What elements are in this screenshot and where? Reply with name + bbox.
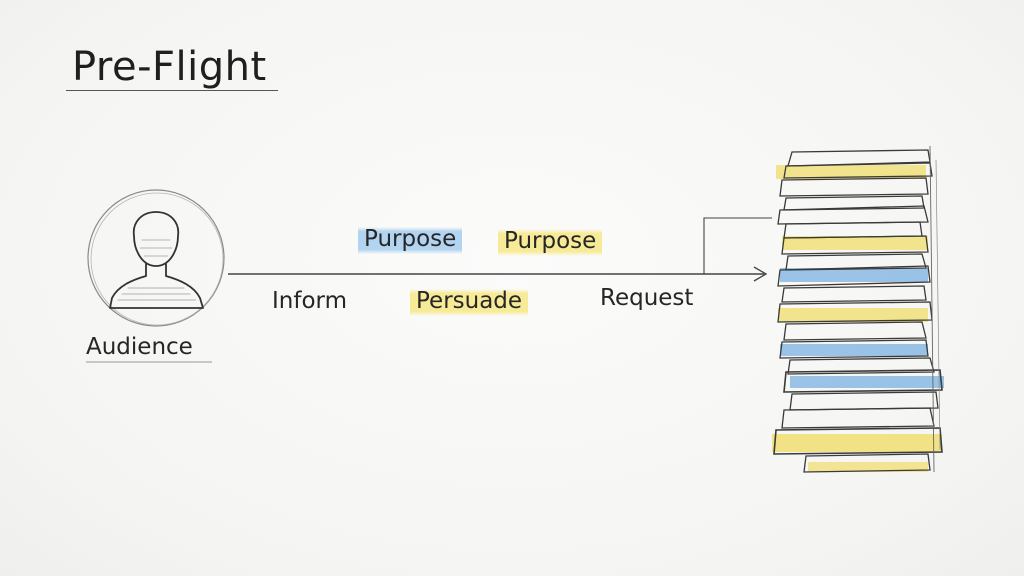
purpose-label-1: Purpose <box>358 224 463 254</box>
audience-label: Audience <box>86 334 193 360</box>
purpose-label-2: Purpose <box>498 226 603 256</box>
person-icon <box>87 189 225 327</box>
page-title: Pre-Flight <box>72 44 267 90</box>
inform-label: Inform <box>272 288 347 314</box>
request-label: Request <box>600 285 694 311</box>
title-underline <box>66 90 278 91</box>
persuade-label: Persuade <box>410 286 529 316</box>
document-stack-icon <box>772 145 944 473</box>
flow-arrow <box>228 217 772 282</box>
